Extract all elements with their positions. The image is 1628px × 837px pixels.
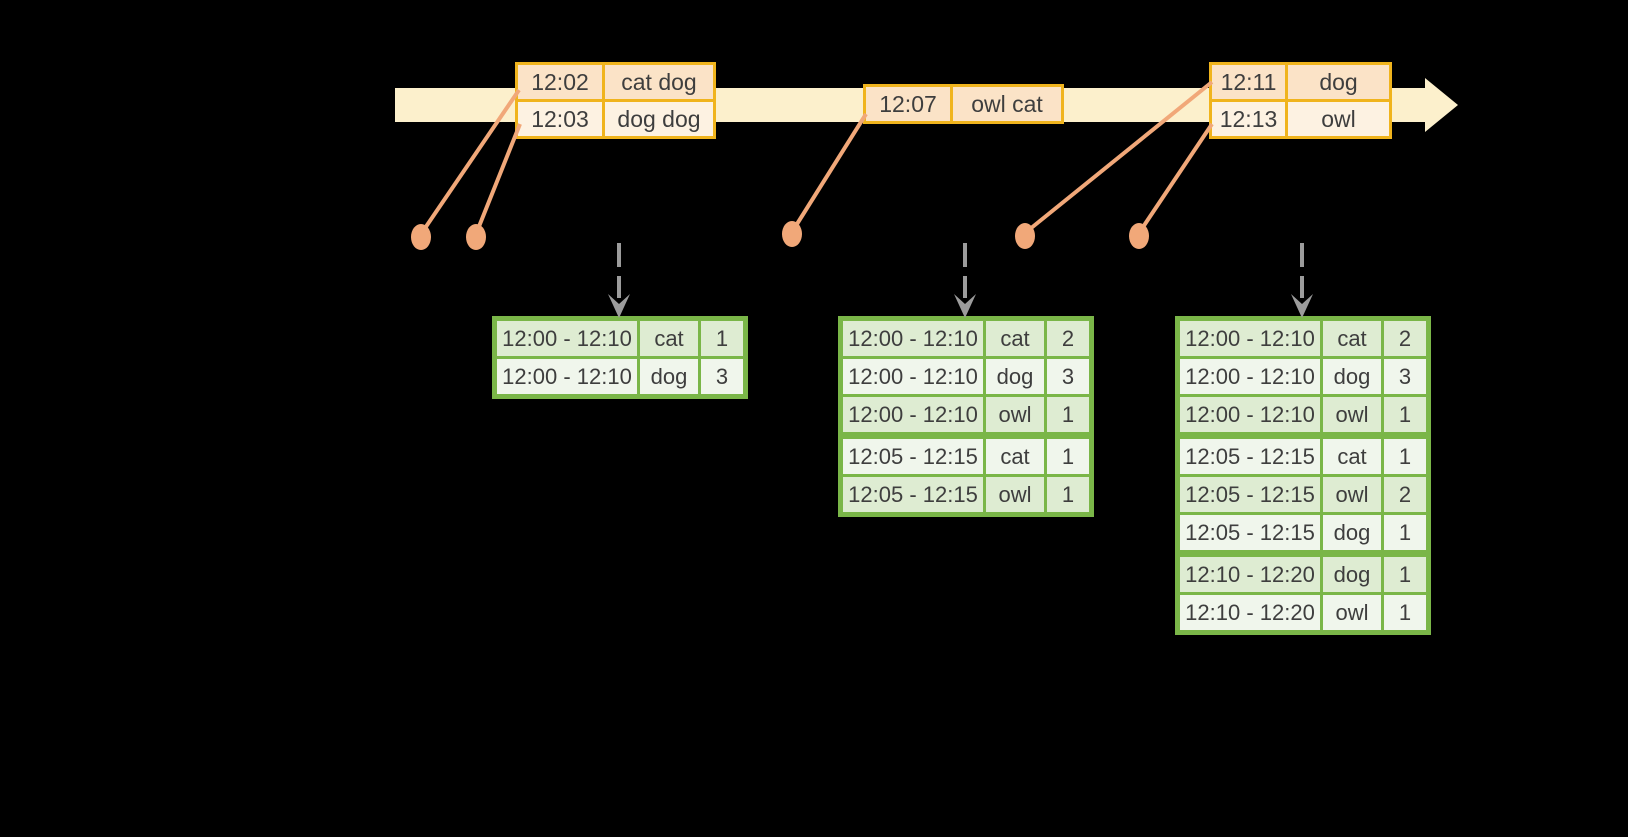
word-cell: cat [1323, 439, 1381, 474]
count-cell: 2 [1384, 477, 1426, 512]
window-cell: 12:00 - 12:10 [1180, 321, 1320, 356]
trigger-arrow [608, 243, 630, 318]
count-cell: 2 [1047, 321, 1089, 356]
word-cell: cat [640, 321, 698, 356]
words-cell: dog [1288, 65, 1389, 99]
word-cell: dog [1323, 557, 1381, 592]
arrow-down-icon [1291, 294, 1313, 318]
word-cell: dog [1323, 359, 1381, 394]
count-cell: 1 [1047, 397, 1089, 432]
word-cell: cat [1323, 321, 1381, 356]
time-cell: 12:11 [1212, 65, 1285, 99]
window-cell: 12:05 - 12:15 [1180, 515, 1320, 550]
count-cell: 1 [1047, 477, 1089, 512]
words-cell: dog dog [605, 102, 713, 136]
event-dot [1129, 223, 1149, 249]
arrow-down-icon [954, 294, 976, 318]
count-cell: 3 [1047, 359, 1089, 394]
trigger-arrow [954, 243, 976, 318]
count-cell: 3 [1384, 359, 1426, 394]
time-cell: 12:03 [518, 102, 602, 136]
word-cell: dog [986, 359, 1044, 394]
window-cell: 12:05 - 12:15 [843, 477, 983, 512]
timeline-arrowhead-icon [1425, 78, 1458, 132]
word-cell: cat [986, 321, 1044, 356]
count-cell: 3 [701, 359, 743, 394]
window-cell: 12:00 - 12:10 [1180, 359, 1320, 394]
window-cell: 12:05 - 12:15 [1180, 477, 1320, 512]
word-cell: cat [986, 439, 1044, 474]
window-cell: 12:00 - 12:10 [497, 359, 637, 394]
window-cell: 12:00 - 12:10 [843, 321, 983, 356]
word-cell: dog [640, 359, 698, 394]
window-cell: 12:10 - 12:20 [1180, 595, 1320, 630]
count-cell: 1 [701, 321, 743, 356]
window-cell: 12:05 - 12:15 [843, 439, 983, 474]
words-cell: cat dog [605, 65, 713, 99]
arrow-down-icon [608, 294, 630, 318]
count-cell: 1 [1384, 515, 1426, 550]
words-cell: owl [1288, 102, 1389, 136]
count-cell: 1 [1384, 557, 1426, 592]
window-cell: 12:00 - 12:10 [497, 321, 637, 356]
window-cell: 12:00 - 12:10 [1180, 397, 1320, 432]
count-cell: 1 [1384, 595, 1426, 630]
event-dot [466, 224, 486, 250]
trigger-arrow [1291, 243, 1313, 318]
time-cell: 12:13 [1212, 102, 1285, 136]
count-cell: 2 [1384, 321, 1426, 356]
event-dot [782, 221, 802, 247]
word-cell: owl [1323, 477, 1381, 512]
word-cell: owl [986, 397, 1044, 432]
words-cell: owl cat [953, 87, 1061, 121]
event-connector-line [474, 123, 522, 235]
word-cell: owl [986, 477, 1044, 512]
event-dot [411, 224, 431, 250]
word-cell: dog [1323, 515, 1381, 550]
count-cell: 1 [1047, 439, 1089, 474]
word-cell: owl [1323, 595, 1381, 630]
window-cell: 12:00 - 12:10 [843, 397, 983, 432]
window-cell: 12:00 - 12:10 [843, 359, 983, 394]
window-cell: 12:10 - 12:20 [1180, 557, 1320, 592]
count-cell: 1 [1384, 439, 1426, 474]
time-cell: 12:02 [518, 65, 602, 99]
event-connector-line [1137, 122, 1214, 235]
word-cell: owl [1323, 397, 1381, 432]
event-connector-line [790, 112, 868, 234]
count-cell: 1 [1384, 397, 1426, 432]
event-dot [1015, 223, 1035, 249]
window-cell: 12:05 - 12:15 [1180, 439, 1320, 474]
time-cell: 12:07 [866, 87, 950, 121]
